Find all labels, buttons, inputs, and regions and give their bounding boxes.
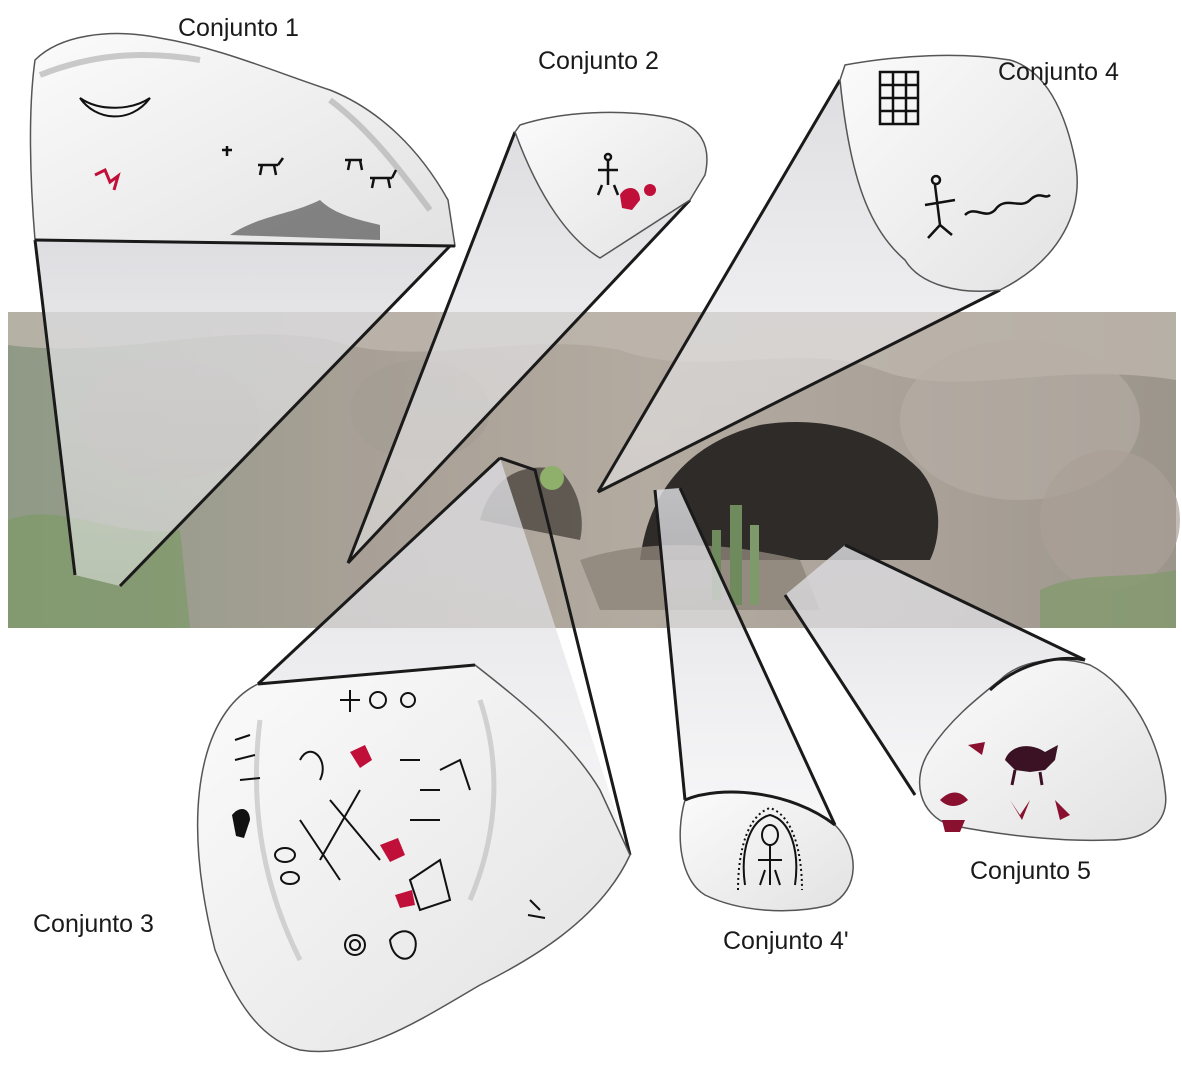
label-conjunto-3: Conjunto 3 bbox=[33, 910, 154, 939]
label-conjunto-2: Conjunto 2 bbox=[538, 47, 659, 76]
cactus bbox=[730, 505, 742, 605]
label-conjunto-4-prime: Conjunto 4' bbox=[723, 927, 849, 956]
label-conjunto-5: Conjunto 5 bbox=[970, 857, 1091, 886]
label-conjunto-4: Conjunto 4 bbox=[998, 58, 1119, 87]
rock-sketch-conjunto-1 bbox=[30, 34, 455, 246]
label-conjunto-1: Conjunto 1 bbox=[178, 14, 299, 43]
